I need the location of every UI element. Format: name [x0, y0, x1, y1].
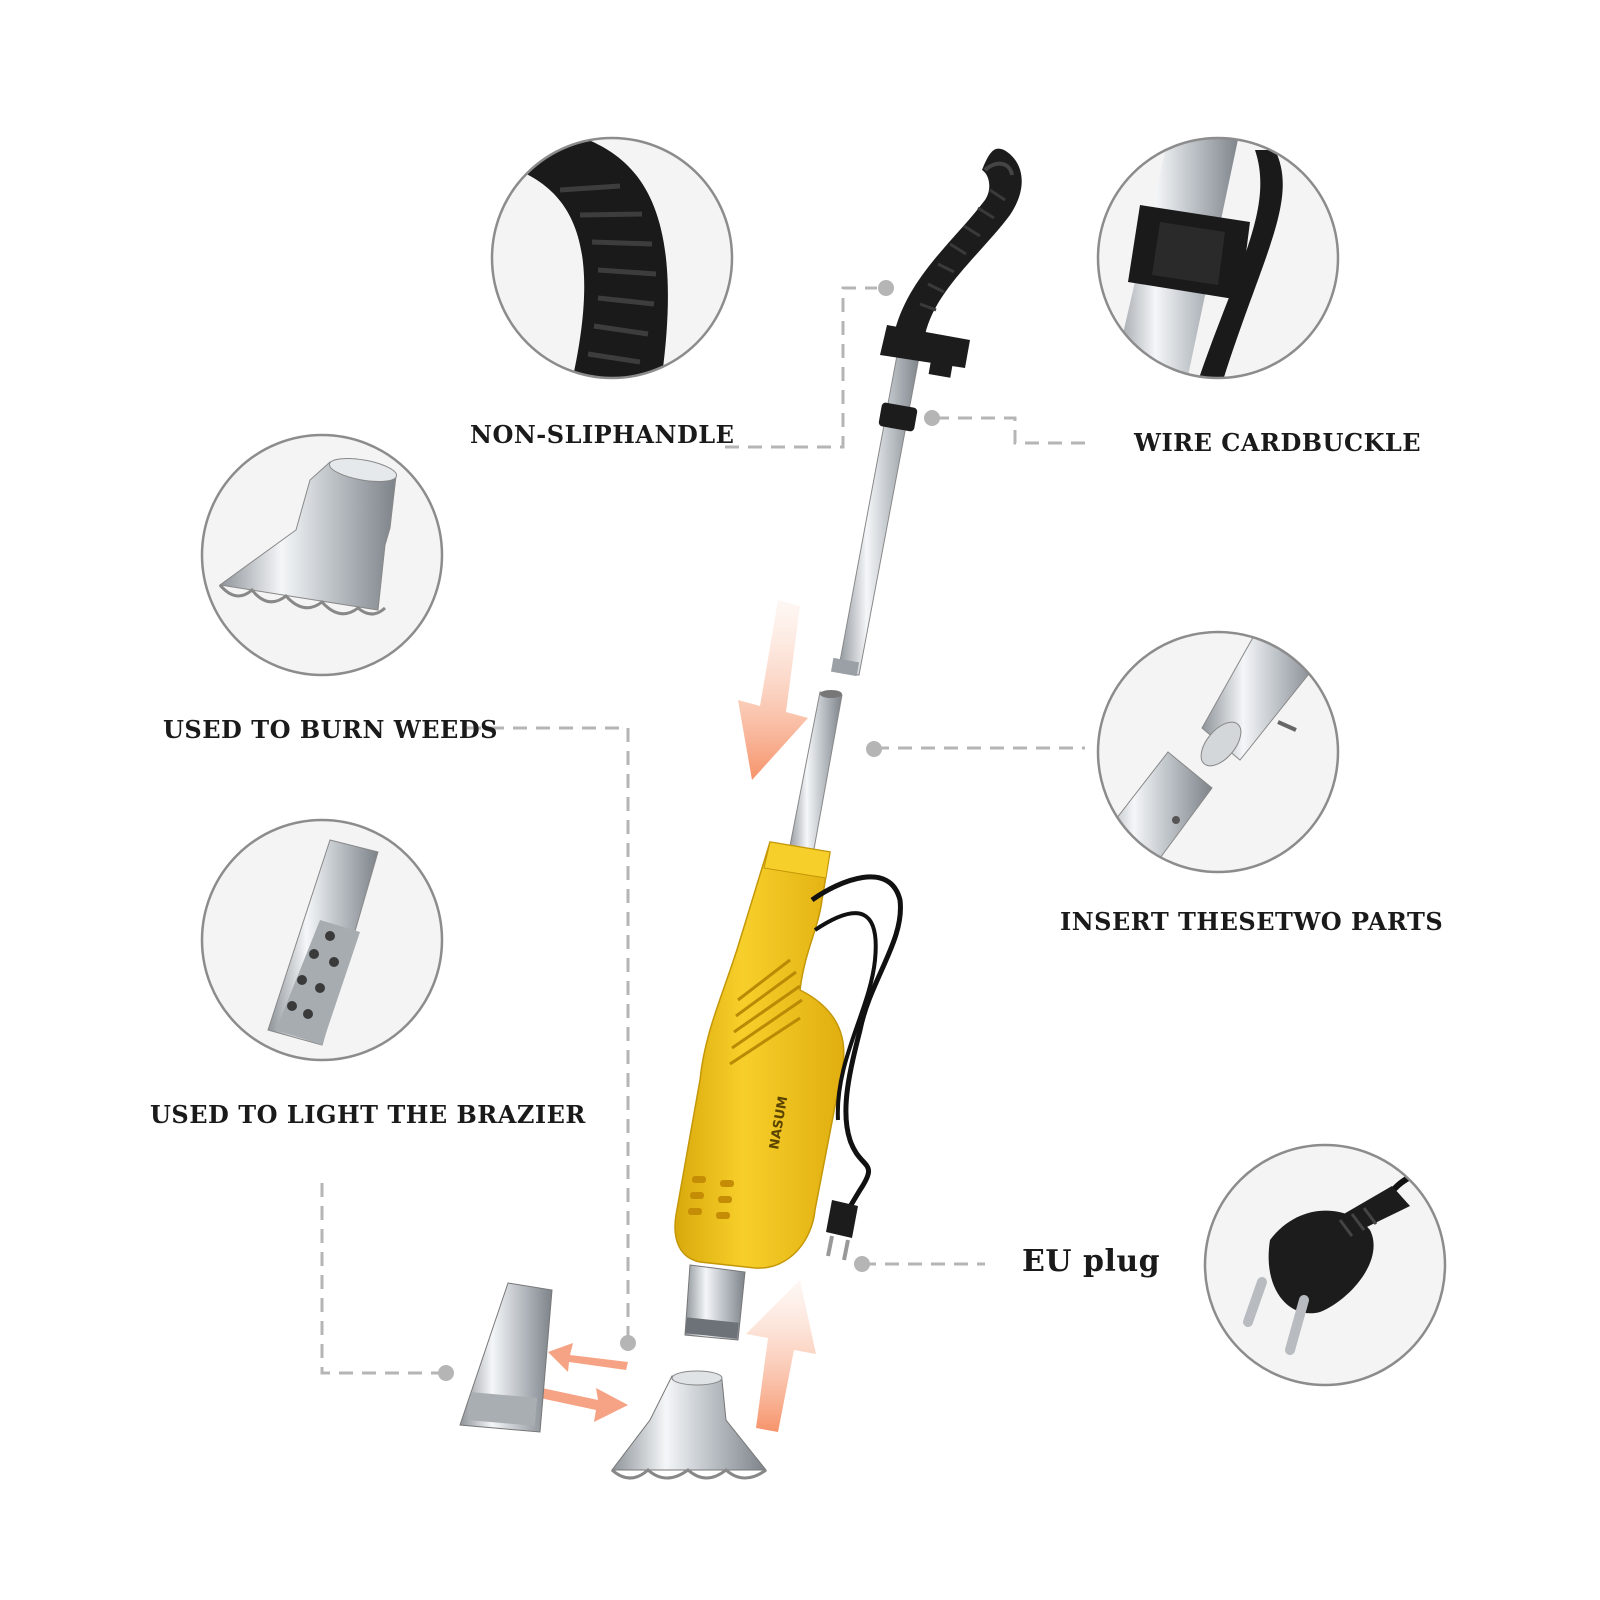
leader-handle: [725, 286, 877, 449]
label-eu-plug: EU plug: [1022, 1244, 1161, 1279]
leader-lines: [320, 286, 1090, 1375]
weed-burner: NASUM: [674, 148, 1022, 1341]
leader-dots: [438, 280, 940, 1381]
leader-brazier: [320, 1183, 444, 1375]
insert-tubes-detail-icon: [1096, 630, 1340, 874]
label-wire-buckle: WIRE CARDBUCKLE: [1134, 428, 1422, 457]
label-insert-parts: INSERT THESETWO PARTS: [1060, 907, 1444, 936]
assembly-arrows: [540, 600, 816, 1432]
wire-buckle-detail-icon: [1096, 136, 1340, 380]
label-light-brazier: USED TO LIGHT THE BRAZIER: [150, 1100, 586, 1129]
non-slip-handle-detail-icon: [490, 136, 734, 380]
label-burn-weeds: USED TO BURN WEEDS: [163, 715, 498, 744]
weed-nozzle-detail-icon: [200, 433, 444, 677]
weed-nozzle-loose: [610, 1370, 768, 1480]
brazier-nozzle-loose: [459, 1282, 553, 1433]
brazier-nozzle-detail-icon: [200, 818, 444, 1062]
leader-burn: [467, 726, 630, 1336]
eu-plug-detail-icon: [1203, 1143, 1447, 1387]
label-non-slip-handle: NON-SLIPHANDLE: [470, 420, 735, 449]
leader-buckle: [935, 416, 1090, 445]
